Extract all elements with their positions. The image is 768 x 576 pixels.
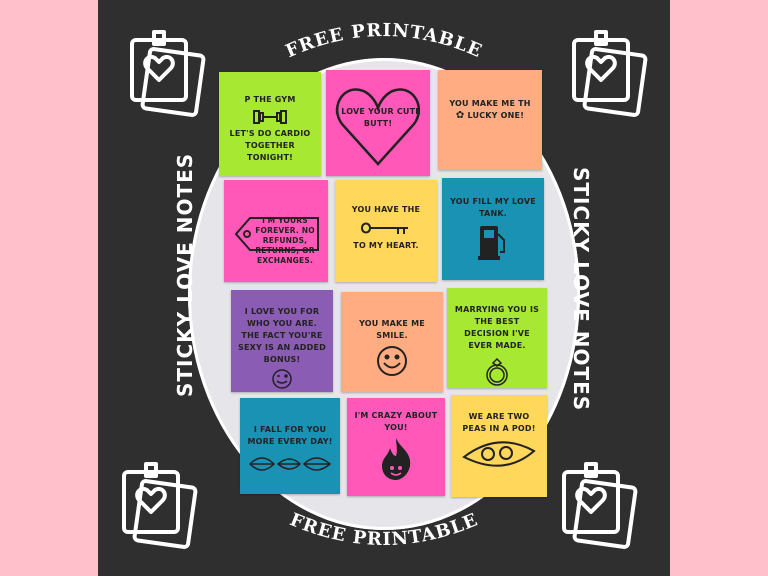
photo-heart-icon (122, 462, 198, 549)
wink-face-icon (272, 369, 292, 389)
sticky-note: I FALL FOR YOU MORE EVERY DAY! (240, 398, 340, 494)
dumbbell-icon (253, 110, 287, 124)
note-text: I'M CRAZY ABOUT YOU! (354, 411, 438, 432)
note-text: YOU MAKE ME TH (449, 99, 531, 108)
heart-outline-icon (335, 88, 421, 166)
note-text: P THE GYM (244, 95, 296, 104)
note-text: I LOVE YOUR CUTE BUTT! (335, 107, 421, 128)
note-text: LET'S DO CARDIO TOGETHER TONIGHT! (229, 129, 311, 162)
right-pink-border (670, 0, 768, 576)
note-text: I'M YOURS FOREVER. NO REFUNDS, RETURNS, … (255, 216, 315, 265)
sticky-note: YOU HAVE THE TO MY HEART. (335, 180, 437, 282)
note-text: WE ARE TWO PEAS IN A POD! (462, 412, 536, 433)
note-text: ✿ LUCKY ONE! (455, 110, 525, 121)
key-icon (360, 222, 408, 234)
sticky-note: I LOVE YOU FOR WHO YOU ARE. THE FACT YOU… (231, 290, 333, 392)
sticky-note: I'M YOURS FOREVER. NO REFUNDS, RETURNS, … (224, 180, 328, 282)
sticky-note: MARRYING YOU IS THE BEST DECISION I'VE E… (447, 288, 547, 388)
note-text: MARRYING YOU IS THE BEST DECISION I'VE E… (454, 305, 540, 350)
sticky-note: I LOVE YOUR CUTE BUTT! (326, 70, 430, 176)
smiley-icon (377, 346, 407, 376)
top-arc-title: FREE PRINTABLE (283, 20, 486, 62)
note-text: YOU MAKE ME SMILE. (359, 319, 425, 340)
note-text: YOU HAVE THE (351, 205, 421, 214)
clover-icon: ✿ (455, 110, 465, 121)
sticky-note: YOU MAKE ME SMILE. (341, 292, 443, 392)
sticky-note: YOU FILL MY LOVE TANK. (442, 178, 544, 280)
pea-pod-icon (462, 441, 536, 467)
photo-heart-icon (130, 30, 206, 117)
sticky-note: YOU MAKE ME TH ✿ LUCKY ONE! (438, 70, 542, 170)
left-pink-border (0, 0, 98, 576)
tag-icon (234, 217, 319, 251)
right-side-title: STICKY LOVE NOTES (569, 167, 593, 412)
sticky-note: P THE GYM LET'S DO CARDIO TOGETHER TONIG… (219, 72, 321, 176)
sticky-note: WE ARE TWO PEAS IN A POD! (451, 395, 547, 497)
photo-heart-icon (562, 462, 638, 549)
gas-pump-icon (478, 226, 505, 260)
note-text: TO MY HEART. (353, 241, 419, 250)
photo-heart-icon (572, 30, 648, 117)
flame-icon (382, 438, 411, 480)
note-text: I FALL FOR YOU MORE EVERY DAY! (247, 425, 333, 446)
ring-icon (486, 357, 508, 386)
note-text: YOU FILL MY LOVE TANK. (450, 197, 536, 218)
note-text: I LOVE YOU FOR WHO YOU ARE. THE FACT YOU… (238, 307, 326, 364)
sticky-note: I'M CRAZY ABOUT YOU! (347, 398, 445, 496)
leaves-icon (248, 457, 332, 471)
left-side-title: STICKY LOVE NOTES (173, 152, 197, 397)
